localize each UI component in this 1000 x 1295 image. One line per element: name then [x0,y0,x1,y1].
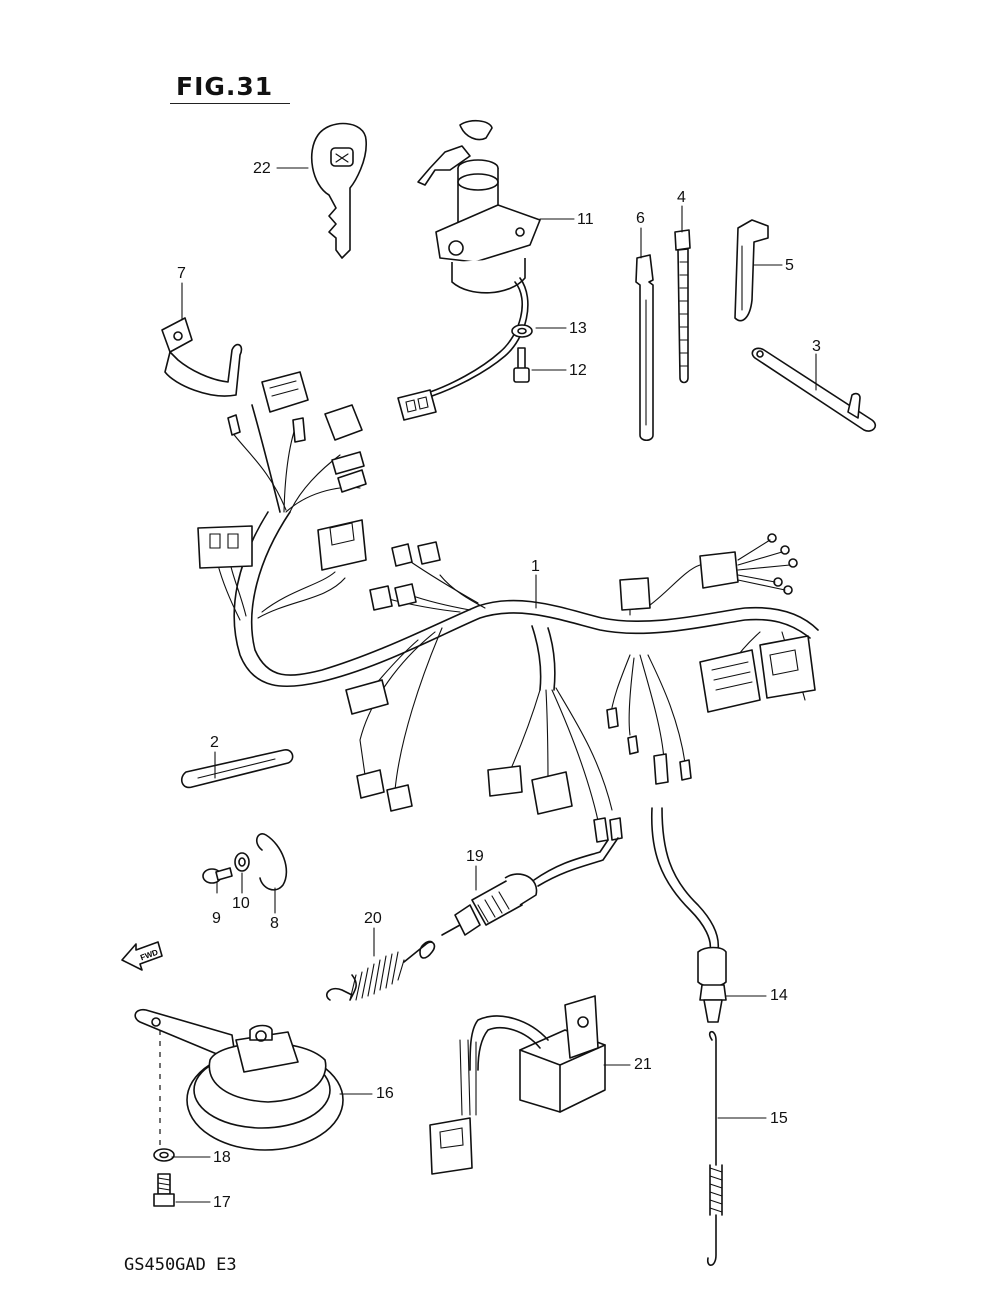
leader-lines [171,167,817,1203]
callout-5: 5 [785,257,794,274]
callout-6: 6 [636,210,645,227]
part-2-band [180,749,294,789]
part-13-washer [511,324,533,338]
part-22-key [310,122,367,259]
callout-20: 20 [364,910,382,927]
fwd-direction-arrow: FWD [121,941,163,971]
part-20-spring [326,940,436,1001]
part-14-brake-switch [650,807,727,1023]
part-18-washer [153,1148,175,1162]
callout-1: 1 [531,558,540,575]
part-4-cable-tie [674,229,691,384]
part-9-screw [202,867,233,884]
part-8-clip [255,833,288,891]
callout-12: 12 [569,362,587,379]
callout-2: 2 [210,734,219,751]
callout-13: 13 [569,320,587,337]
part-5-clamp [734,219,769,322]
part-17-bolt [153,1173,175,1207]
callout-17: 17 [213,1194,231,1211]
part-6-strap-clamp [635,254,654,442]
part-7-harness-bracket [161,317,243,397]
callout-18: 18 [213,1149,231,1166]
callout-16: 16 [376,1085,394,1102]
callout-15: 15 [770,1110,788,1127]
figure-title: FIG.31 [176,72,274,101]
title-underline [170,103,290,104]
part-10-washer [234,852,250,872]
part-19-stop-switch [441,837,619,936]
callout-14: 14 [770,987,788,1004]
part-1-wiring-harness [197,371,819,843]
callout-8: 8 [270,915,279,932]
callout-21: 21 [634,1056,652,1073]
part-21-relay [429,995,606,1175]
callout-9: 9 [212,910,221,927]
part-3-bracket [751,347,877,432]
callout-19: 19 [466,848,484,865]
callout-10: 10 [232,895,250,912]
callout-11: 11 [577,211,594,228]
part-12-screw [513,347,530,383]
callout-4: 4 [677,189,686,206]
model-code: GS450GAD E3 [124,1255,237,1275]
callout-7: 7 [177,265,186,282]
part-11-ignition-switch [397,119,541,421]
part-15-brake-spring [706,1030,723,1266]
callout-3: 3 [812,338,821,355]
part-16-horn [134,1008,344,1151]
callout-22: 22 [253,160,271,177]
